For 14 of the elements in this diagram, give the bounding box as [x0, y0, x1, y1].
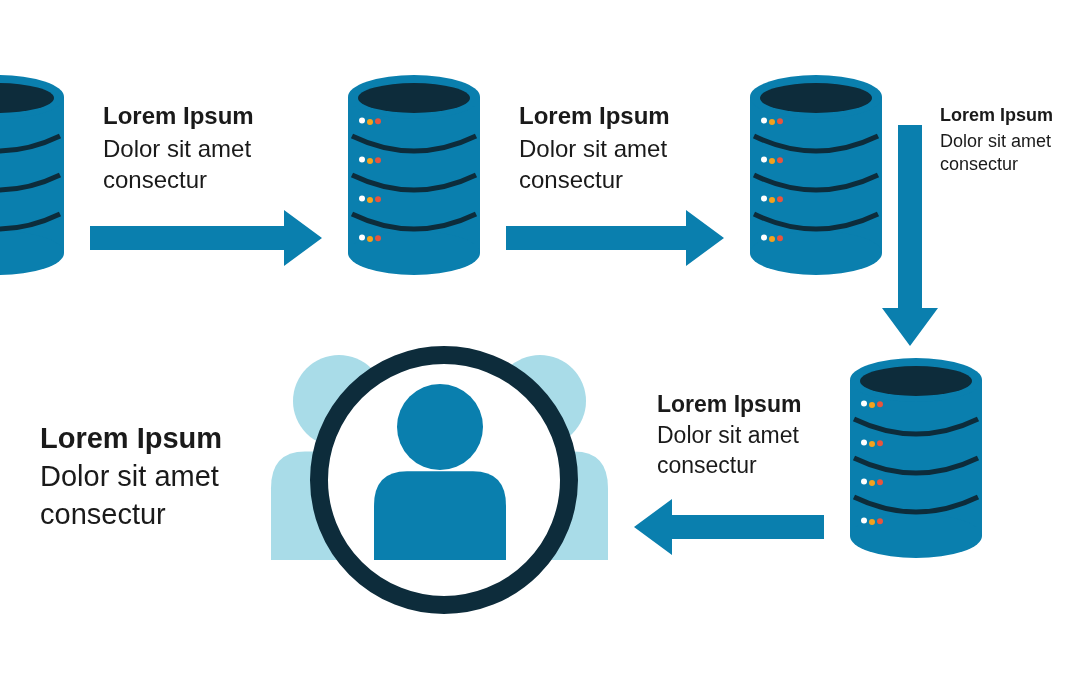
step-description: Dolor sit amet consectur [657, 421, 800, 480]
caption-text: Dolor sit amet consectur [40, 459, 220, 532]
step-heading: Lorem Ipsum [103, 101, 255, 131]
step-heading: Lorem Ipsum [940, 104, 1055, 127]
arrow [634, 499, 824, 555]
step-description: Dolor sit amet consectur [940, 130, 1053, 177]
caption-heading: Lorem Ipsum [40, 421, 224, 456]
step-heading: Lorem Ipsum [657, 390, 803, 419]
arrow [506, 210, 724, 266]
step-description: Dolor sit amet consectur [103, 134, 253, 196]
step-description: Dolor sit amet consectur [519, 134, 669, 196]
step-heading: Lorem Ipsum [519, 101, 671, 131]
arrow [882, 125, 938, 346]
arrow [90, 210, 322, 266]
